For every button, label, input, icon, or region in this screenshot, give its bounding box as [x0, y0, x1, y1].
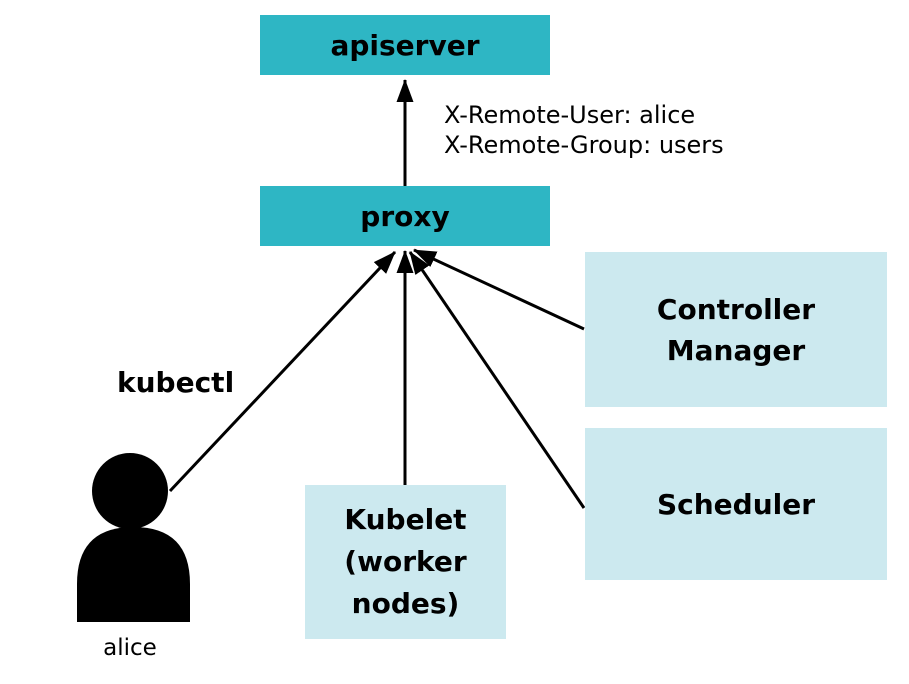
request-headers-label: X-Remote-User: alice X-Remote-Group: use… [444, 100, 724, 160]
node-proxy: proxy [260, 186, 550, 246]
node-scheduler: Scheduler [585, 428, 887, 580]
node-kubelet-label-line1: Kubelet [344, 503, 467, 536]
node-controller-manager: Controller Manager [585, 252, 887, 407]
user-silhouette-icon [77, 453, 190, 622]
arrow-controller-manager-to-proxy [413, 248, 585, 331]
node-scheduler-label: Scheduler [656, 487, 816, 521]
node-controller-manager-label-line1: Controller [656, 292, 816, 326]
request-header-user: X-Remote-User: alice [444, 101, 696, 129]
node-proxy-label: proxy [360, 199, 450, 233]
node-kubelet: Kubelet (worker nodes) [305, 485, 506, 639]
request-header-group: X-Remote-Group: users [444, 131, 724, 159]
actor-name-label: alice [103, 635, 157, 661]
node-controller-manager-label-line2: Manager [666, 333, 806, 367]
node-kubelet-label-line2: (worker [344, 545, 467, 578]
node-apiserver-label: apiserver [330, 28, 480, 62]
arrow-scheduler-to-proxy [408, 251, 586, 509]
kubectl-edge-label: kubectl [117, 366, 235, 399]
node-kubelet-label-line3: nodes) [351, 587, 460, 620]
arrow-alice-to-proxy [168, 250, 397, 493]
node-apiserver: apiserver [260, 15, 550, 75]
